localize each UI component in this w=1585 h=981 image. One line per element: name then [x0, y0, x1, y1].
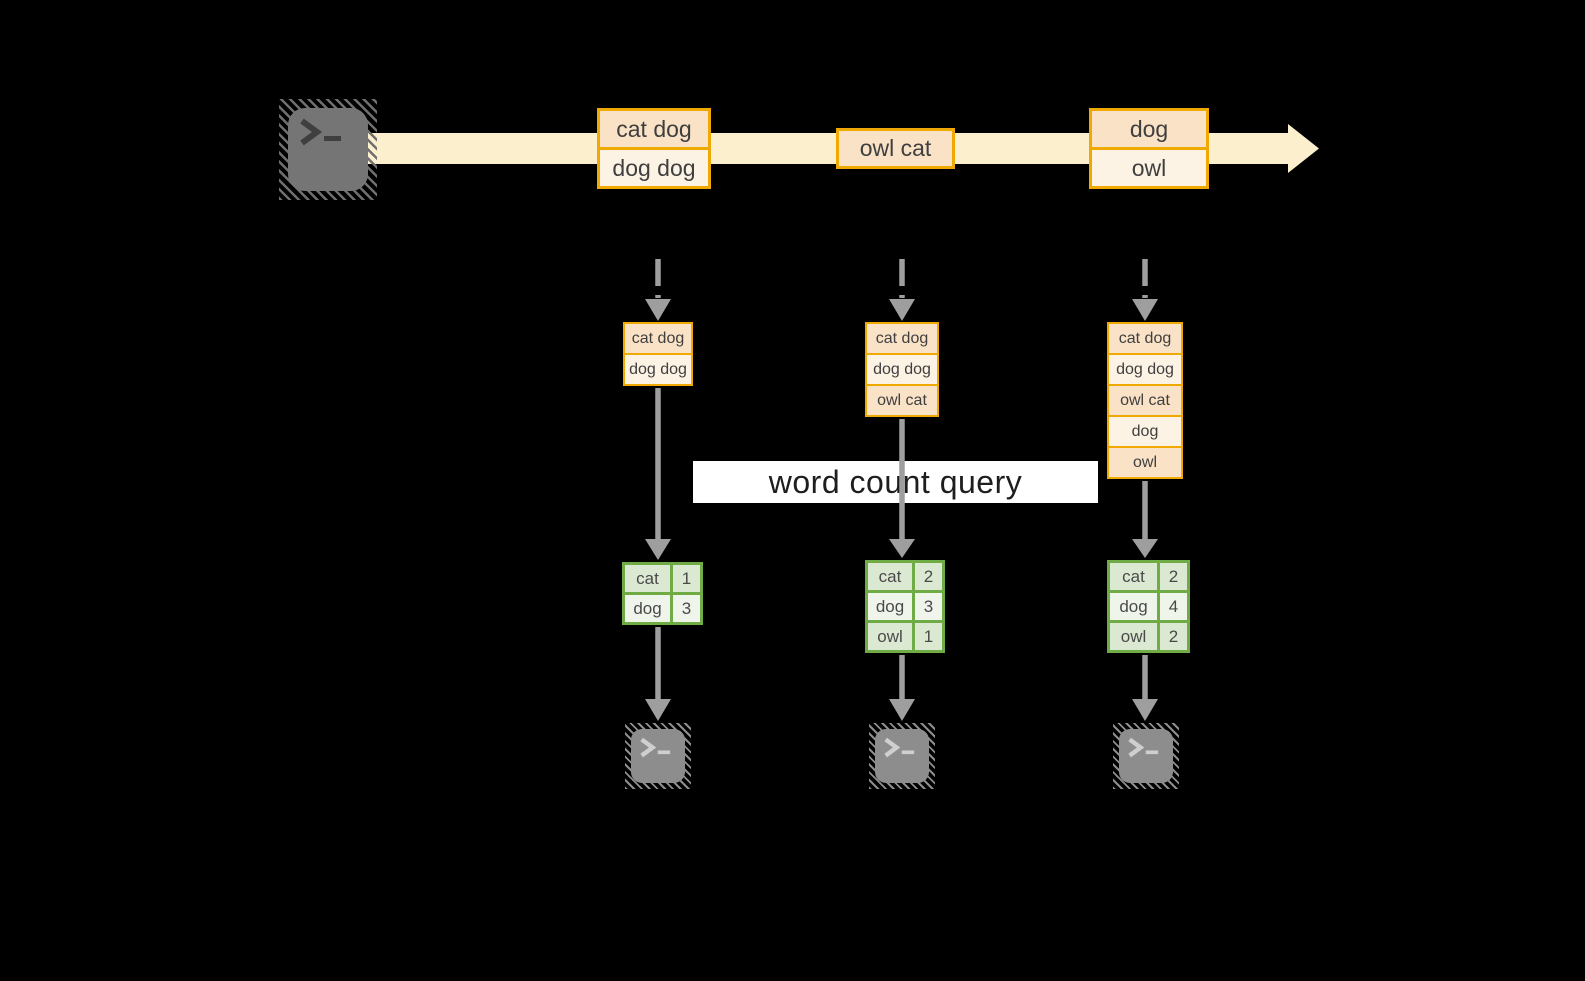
- event-line: dog: [1092, 111, 1206, 147]
- count-cell: 2: [915, 563, 942, 590]
- buffer-line: owl cat: [1109, 386, 1181, 415]
- sink-terminal-icon-1: [625, 723, 691, 789]
- terminal-prompt-glyph: [884, 737, 915, 758]
- count-cell: 1: [915, 623, 942, 650]
- count-cell: 3: [673, 595, 700, 622]
- terminal-prompt-glyph: [640, 737, 671, 758]
- count-cell: 2: [1160, 563, 1187, 590]
- task2-input-buffer: cat dog dog dog owl cat: [865, 322, 939, 417]
- task3-input-buffer: cat dog dog dog owl cat dog owl: [1107, 322, 1183, 479]
- buffer-line: owl cat: [867, 386, 937, 415]
- query-banner: word count query: [693, 461, 1098, 503]
- buffer-line: cat dog: [867, 324, 937, 353]
- stream-event-box-3: dog owl: [1089, 108, 1209, 189]
- event-line: owl cat: [839, 131, 952, 166]
- terminal-prompt-glyph: [1128, 737, 1159, 758]
- stream-arrowhead-icon: [1288, 124, 1319, 173]
- count-cell: 1: [673, 565, 700, 592]
- buffer-line: cat dog: [1109, 324, 1181, 353]
- task1-count-table: cat 1 dog 3: [622, 562, 703, 625]
- task2-count-table: cat 2 dog 3 owl 1: [865, 560, 945, 653]
- buffer-line: dog: [1109, 417, 1181, 446]
- terminal-plate: [875, 729, 929, 783]
- buffer-line: dog dog: [867, 355, 937, 384]
- word-cell: dog: [868, 593, 912, 620]
- source-terminal-icon: [279, 99, 377, 200]
- event-line: owl: [1092, 150, 1206, 186]
- sink-terminal-icon-2: [869, 723, 935, 789]
- count-cell: 3: [915, 593, 942, 620]
- word-cell: cat: [625, 565, 670, 592]
- query-banner-label: word count query: [768, 463, 1023, 500]
- event-line: dog dog: [600, 150, 708, 186]
- sink-terminal-icon-3: [1113, 723, 1179, 789]
- word-cell: owl: [1110, 623, 1157, 650]
- stream-event-box-1: cat dog dog dog: [597, 108, 711, 189]
- word-cell: cat: [868, 563, 912, 590]
- word-cell: owl: [868, 623, 912, 650]
- word-cell: dog: [625, 595, 670, 622]
- event-line: cat dog: [600, 111, 708, 147]
- terminal-plate: [1119, 729, 1173, 783]
- buffer-line: dog dog: [1109, 355, 1181, 384]
- task3-count-table: cat 2 dog 4 owl 2: [1107, 560, 1190, 653]
- count-cell: 4: [1160, 593, 1187, 620]
- stream-event-box-2: owl cat: [836, 128, 955, 169]
- buffer-line: cat dog: [625, 324, 691, 353]
- word-cell: cat: [1110, 563, 1157, 590]
- terminal-plate: [288, 108, 368, 191]
- task1-input-buffer: cat dog dog dog: [623, 322, 693, 386]
- terminal-prompt-glyph: [300, 118, 341, 146]
- word-cell: dog: [1110, 593, 1157, 620]
- buffer-line: owl: [1109, 448, 1181, 477]
- buffer-line: dog dog: [625, 355, 691, 384]
- count-cell: 2: [1160, 623, 1187, 650]
- terminal-plate: [631, 729, 685, 783]
